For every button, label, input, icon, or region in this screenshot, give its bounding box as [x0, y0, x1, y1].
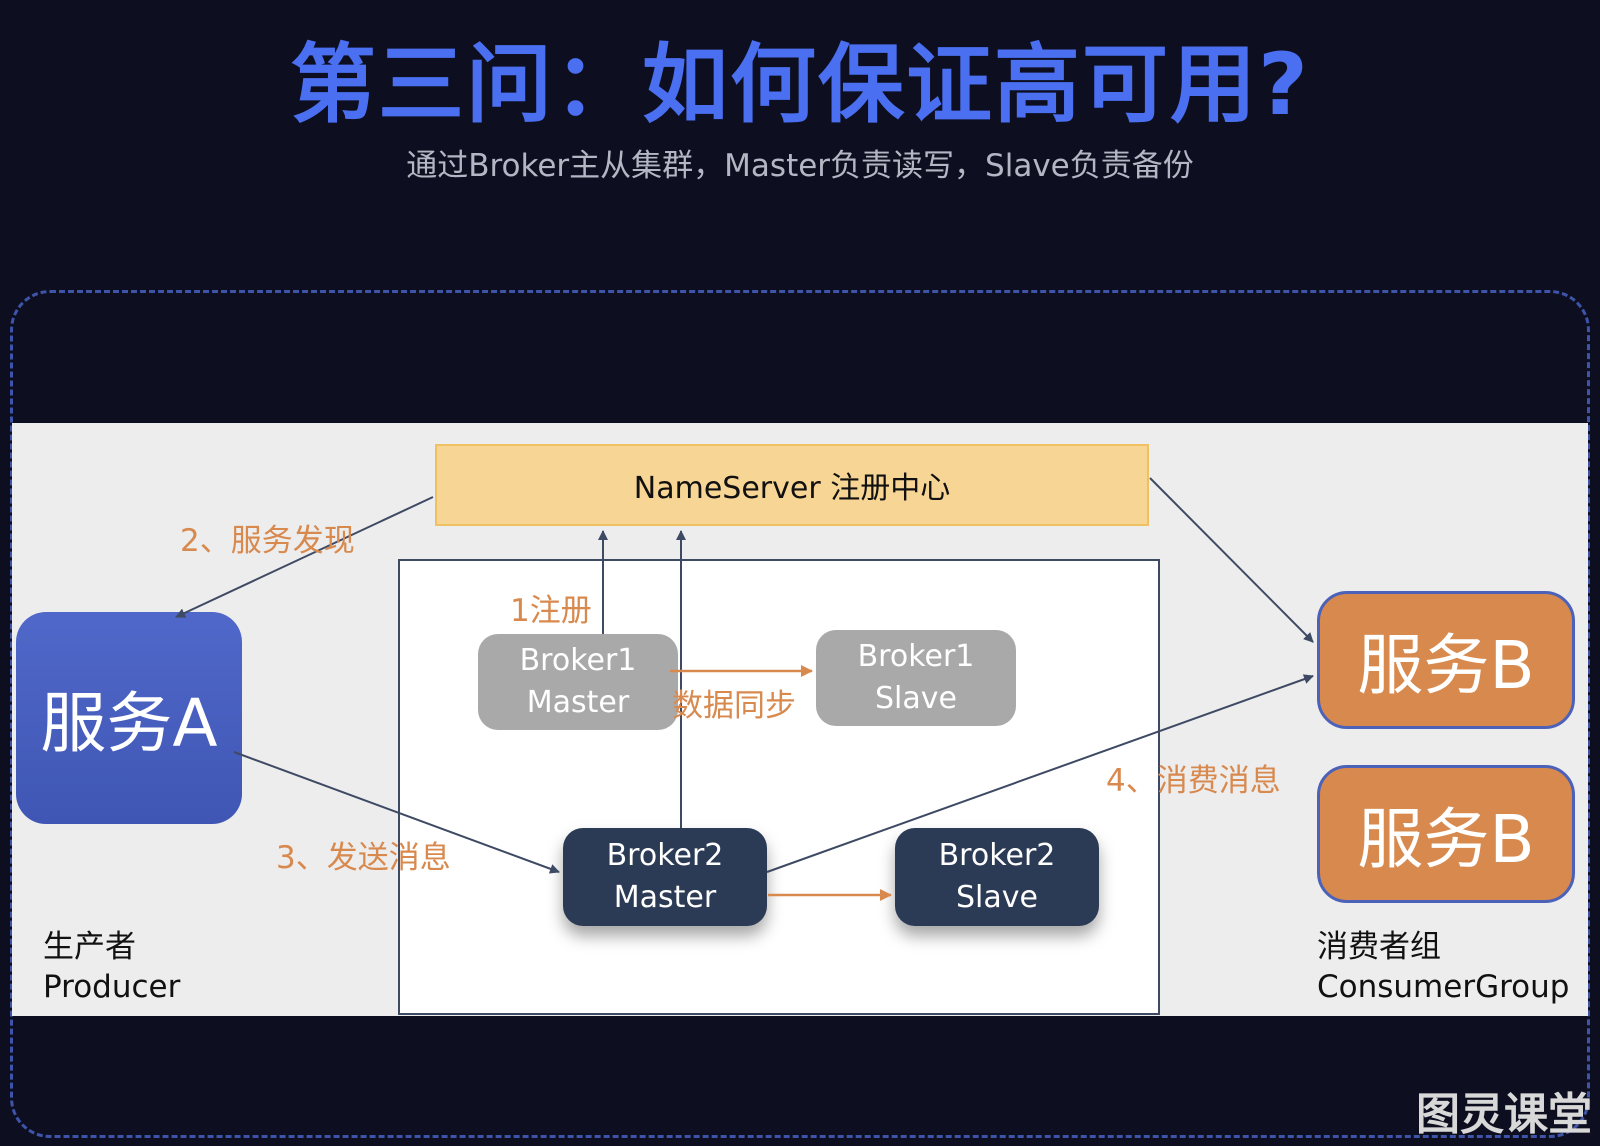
arrow-consume-message	[766, 674, 1314, 873]
broker1-slave-line1: Broker1	[857, 639, 975, 674]
broker1-master-line2: Master	[526, 685, 630, 720]
dashed-frame	[10, 290, 1590, 1138]
broker2-master-line1: Broker2	[606, 838, 724, 873]
broker2-slave-node: Broker2 Slave	[895, 828, 1099, 926]
broker1-master-line1: Broker1	[519, 643, 637, 678]
service-b-node-2: 服务B	[1317, 765, 1575, 903]
producer-label-cn: 生产者	[43, 929, 136, 965]
broker1-slave-line2: Slave	[875, 681, 957, 716]
service-b-node-1: 服务B	[1317, 591, 1575, 729]
watermark: 图灵课堂	[1416, 1089, 1592, 1140]
service-a-node: 服务A	[16, 612, 242, 824]
broker2-slave-line2: Slave	[956, 880, 1038, 915]
page-title: 第三问：如何保证高可用?	[290, 35, 1310, 135]
broker2-master-node: Broker2 Master	[563, 828, 767, 926]
page-subtitle: 通过Broker主从集群，Master负责读写，Slave负责备份	[406, 148, 1194, 184]
arrow-discovery	[175, 496, 434, 618]
broker2-slave-line1: Broker2	[938, 838, 1056, 873]
consumer-label-cn: 消费者组	[1317, 929, 1441, 965]
broker-cluster-box	[398, 559, 1160, 1015]
label-discovery: 2、服务发现	[180, 523, 355, 559]
nameserver-node: NameServer 注册中心	[435, 444, 1149, 526]
broker2-master-line2: Master	[613, 880, 717, 915]
producer-label-en: Producer	[43, 969, 181, 1005]
arrow-nameserver-to-service-b	[1149, 477, 1314, 643]
label-consume: 4、消费消息	[1106, 763, 1281, 799]
arrow-send-message	[233, 751, 560, 874]
label-sync: 数据同步	[672, 688, 796, 724]
consumer-label: 消费者组 ConsumerGroup	[1317, 927, 1569, 1007]
consumer-label-en: ConsumerGroup	[1317, 969, 1570, 1005]
label-register: 1注册	[510, 593, 592, 629]
broker1-master-node: Broker1 Master	[478, 634, 678, 730]
producer-label: 生产者 Producer	[43, 927, 180, 1007]
label-send: 3、发送消息	[276, 840, 451, 876]
broker1-slave-node: Broker1 Slave	[816, 630, 1016, 726]
